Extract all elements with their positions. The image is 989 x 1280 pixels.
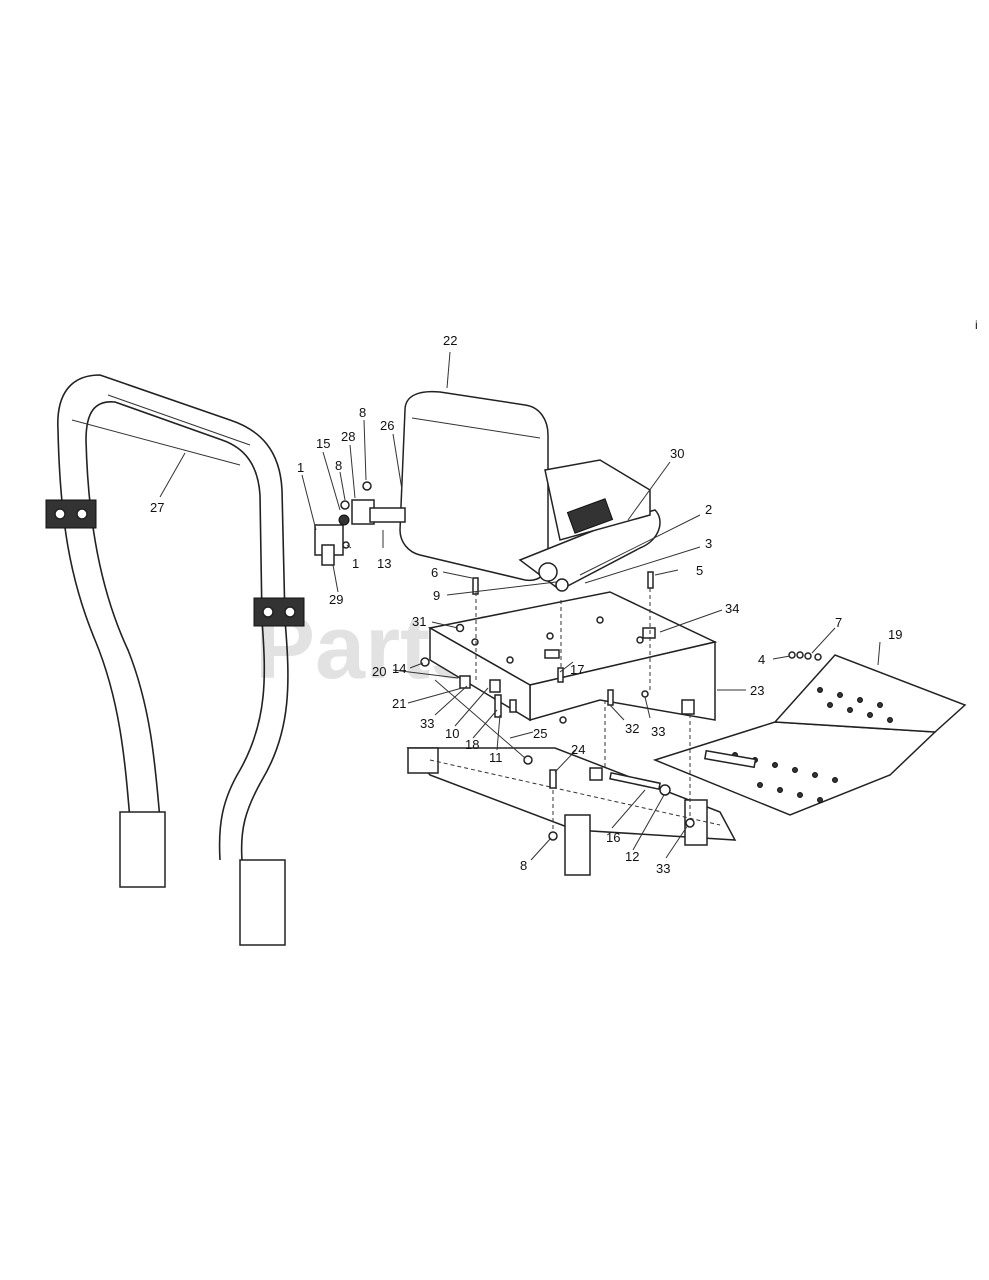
callout-33: 33 [420, 716, 434, 731]
callout-30: 30 [670, 446, 684, 461]
callout-13: 13 [377, 556, 391, 571]
callout-6: 6 [431, 565, 438, 580]
callout-8: 8 [520, 858, 527, 873]
callout-27: 27 [150, 500, 164, 515]
callout-7: 7 [835, 615, 842, 630]
callout-31: 31 [412, 614, 426, 629]
callout-18: 18 [465, 737, 479, 752]
roll-bar[interactable] [45, 374, 305, 946]
callout-28: 28 [341, 429, 355, 444]
callout-32: 32 [625, 721, 639, 736]
callout-1: 1 [297, 460, 304, 475]
hardware [314, 481, 822, 841]
foot-plate[interactable] [652, 654, 967, 816]
callout-22: 22 [443, 333, 457, 348]
callout-34: 34 [725, 601, 739, 616]
callout-24: 24 [571, 742, 585, 757]
callout-4: 4 [758, 652, 765, 667]
callout-33: 33 [651, 724, 665, 739]
callout-1: 1 [352, 556, 359, 571]
frame [406, 747, 737, 876]
callout-12: 12 [625, 849, 639, 864]
callout-5: 5 [696, 563, 703, 578]
callout-labels: 22 27 8 28 26 15 8 1 13 29 1 30 2 3 6 5 … [150, 333, 902, 876]
roll-bar-bracket-upper [45, 499, 97, 529]
seat[interactable] [399, 390, 661, 592]
callout-14: 14 [392, 661, 406, 676]
callout-23: 23 [750, 683, 764, 698]
callout-16: 16 [606, 830, 620, 845]
callout-11: 11 [489, 750, 503, 765]
seat-mount-plate[interactable] [427, 591, 718, 722]
callout-15: 15 [316, 436, 330, 451]
callout-33: 33 [656, 861, 670, 876]
callout-29: 29 [329, 592, 343, 607]
roll-bar-bracket-lower [253, 597, 305, 627]
callout-2: 2 [705, 502, 712, 517]
callout-25: 25 [533, 726, 547, 741]
callout-26: 26 [380, 418, 394, 433]
callout-17: 17 [570, 662, 584, 677]
callout-8: 8 [335, 458, 342, 473]
corner-mark: i [975, 318, 978, 332]
callout-3: 3 [705, 536, 712, 551]
callout-8: 8 [359, 405, 366, 420]
callout-21: 21 [392, 696, 406, 711]
callout-10: 10 [445, 726, 459, 741]
callout-20: 20 [372, 664, 386, 679]
callout-9: 9 [433, 588, 440, 603]
callout-19: 19 [888, 627, 902, 642]
leader-lines [159, 351, 881, 861]
